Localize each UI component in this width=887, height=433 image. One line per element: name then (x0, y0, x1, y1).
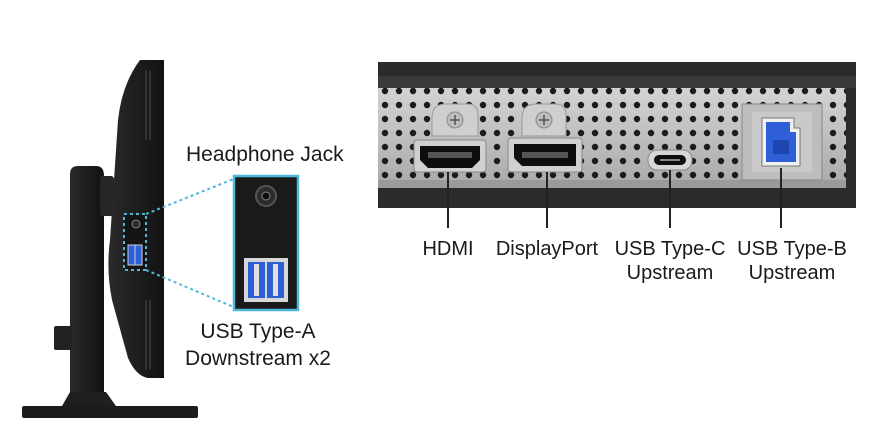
monitor-side-view (22, 60, 198, 418)
usb-c-port-icon (647, 149, 693, 171)
headphone-jack-label: Headphone Jack (186, 143, 344, 166)
displayport-port-icon (507, 137, 583, 173)
stand-joint (100, 176, 114, 216)
rear-panel (378, 62, 856, 208)
usb-a-ports-icon (244, 258, 288, 302)
usb-b-port-icon (761, 117, 801, 167)
stand-column (70, 166, 104, 392)
hdmi-port-icon (413, 139, 487, 173)
displayport-label: DisplayPort (495, 238, 599, 260)
side-headphone-jack-icon (131, 219, 141, 229)
stand-base (22, 406, 198, 418)
leader-lines (447, 168, 782, 228)
side-port-zoom (232, 174, 300, 312)
hdmi-label: HDMI (422, 238, 474, 260)
usb-type-a-label: USB Type-A Downstream x2 (185, 320, 331, 370)
stand-knob (54, 326, 72, 350)
vent-ridges (145, 70, 151, 370)
usb-type-b-label: USB Type-B Upstream (737, 238, 847, 284)
usb-type-c-label: USB Type-C Upstream (614, 238, 726, 284)
screw-bracket-left (431, 103, 479, 137)
stand-foot (62, 392, 116, 406)
callout-lines (123, 177, 237, 309)
screw-bracket-right (521, 103, 567, 137)
